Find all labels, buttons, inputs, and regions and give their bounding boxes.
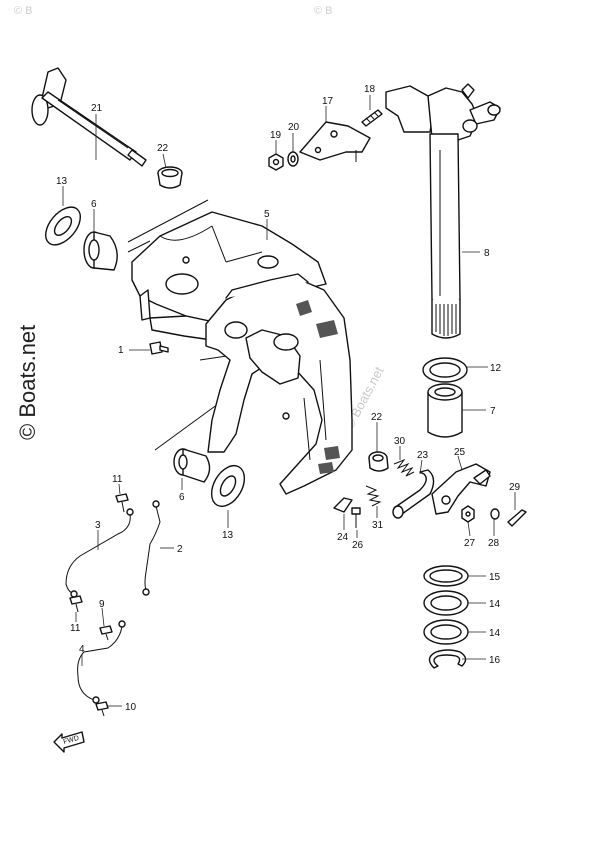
part-17-plate bbox=[299, 121, 371, 162]
callout-25: 25 bbox=[454, 447, 466, 458]
callout-6-lower: 6 bbox=[179, 492, 185, 503]
part-11-bolt-top bbox=[115, 493, 129, 513]
part-15-washer bbox=[423, 565, 469, 587]
part-2-ground-wire bbox=[142, 500, 161, 596]
callout-3: 3 bbox=[95, 520, 101, 531]
part-24-clip bbox=[333, 497, 353, 513]
callout-21: 21 bbox=[91, 103, 103, 114]
callout-27: 27 bbox=[464, 538, 476, 549]
part-7-bushing bbox=[427, 383, 463, 438]
watermark-top-right: © B bbox=[314, 5, 333, 17]
callout-5: 5 bbox=[264, 209, 270, 220]
callout-13-top: 13 bbox=[56, 176, 68, 187]
callout-12: 12 bbox=[490, 363, 502, 374]
callout-7: 7 bbox=[490, 406, 496, 417]
callout-11-lower: 11 bbox=[70, 623, 81, 634]
part-21-shaft bbox=[31, 67, 147, 167]
part-18-bolt bbox=[361, 109, 383, 127]
callout-14-b: 14 bbox=[489, 628, 501, 639]
part-26-screw bbox=[351, 507, 361, 528]
part-14-washer-b bbox=[423, 619, 469, 645]
forward-arrow: FWD bbox=[53, 731, 85, 753]
part-10-bolt bbox=[95, 701, 109, 717]
part-14-washer-a bbox=[423, 590, 469, 616]
part-31-spring bbox=[365, 485, 382, 507]
callout-numbers: 21 22 13 6 5 1 6 13 17 18 19 20 8 12 7 2… bbox=[56, 84, 521, 713]
callout-15: 15 bbox=[489, 572, 501, 583]
part-27-nut bbox=[461, 505, 475, 523]
callout-22-lower: 22 bbox=[371, 412, 383, 423]
part-23-lock-rod bbox=[392, 469, 435, 519]
callout-26: 26 bbox=[352, 540, 364, 551]
part-28-washer bbox=[490, 508, 500, 520]
callout-29: 29 bbox=[509, 482, 521, 493]
part-6-bushing-lower bbox=[173, 448, 211, 483]
part-13-washer-top bbox=[45, 206, 81, 246]
callout-28: 28 bbox=[488, 538, 500, 549]
watermark-side: © Boats.net bbox=[15, 325, 40, 440]
callout-13-lower: 13 bbox=[222, 530, 234, 541]
callout-9: 9 bbox=[99, 599, 105, 610]
callout-2: 2 bbox=[177, 544, 183, 555]
part-6-bushing-top bbox=[83, 231, 118, 271]
forward-arrow-label: FWD bbox=[63, 735, 80, 746]
callout-14-a: 14 bbox=[489, 599, 501, 610]
callout-11-top: 11 bbox=[112, 474, 123, 485]
callout-31: 31 bbox=[372, 520, 384, 531]
part-4-ground-wire bbox=[77, 620, 126, 704]
callout-23: 23 bbox=[417, 450, 429, 461]
part-3-ground-wire bbox=[65, 508, 134, 598]
leader-lines bbox=[62, 95, 516, 707]
swivel-bracket-body bbox=[205, 273, 353, 495]
part-8-swivel-shaft bbox=[385, 83, 501, 339]
callout-18: 18 bbox=[364, 84, 376, 95]
part-1-grease-nipple bbox=[149, 341, 169, 355]
part-13-washer-lower bbox=[210, 465, 246, 507]
callout-16: 16 bbox=[489, 655, 501, 666]
part-9-bolt bbox=[99, 625, 113, 641]
part-22-bushing-top bbox=[157, 166, 183, 189]
callout-1: 1 bbox=[118, 345, 124, 356]
part-29-cotter-pin bbox=[507, 509, 527, 527]
part-25-lock-lever bbox=[431, 463, 491, 515]
callout-19: 19 bbox=[270, 130, 282, 141]
part-20-washer bbox=[287, 151, 299, 167]
part-22-bushing-lower bbox=[368, 451, 389, 472]
part-11-bolt-lower bbox=[69, 595, 83, 613]
part-19-nut bbox=[268, 153, 284, 171]
callout-10: 10 bbox=[125, 702, 137, 713]
part-16-snap-ring bbox=[428, 649, 467, 669]
callout-8: 8 bbox=[484, 248, 490, 259]
callout-22-top: 22 bbox=[157, 143, 169, 154]
watermark-top-left: © B bbox=[14, 5, 33, 17]
part-12-washer bbox=[422, 357, 468, 383]
callout-20: 20 bbox=[288, 122, 300, 133]
part-30-spring bbox=[393, 458, 415, 477]
callout-30: 30 bbox=[394, 436, 406, 447]
callout-24: 24 bbox=[337, 532, 349, 543]
callout-4: 4 bbox=[79, 644, 85, 655]
callout-6-top: 6 bbox=[91, 199, 97, 210]
callout-17: 17 bbox=[322, 96, 334, 107]
